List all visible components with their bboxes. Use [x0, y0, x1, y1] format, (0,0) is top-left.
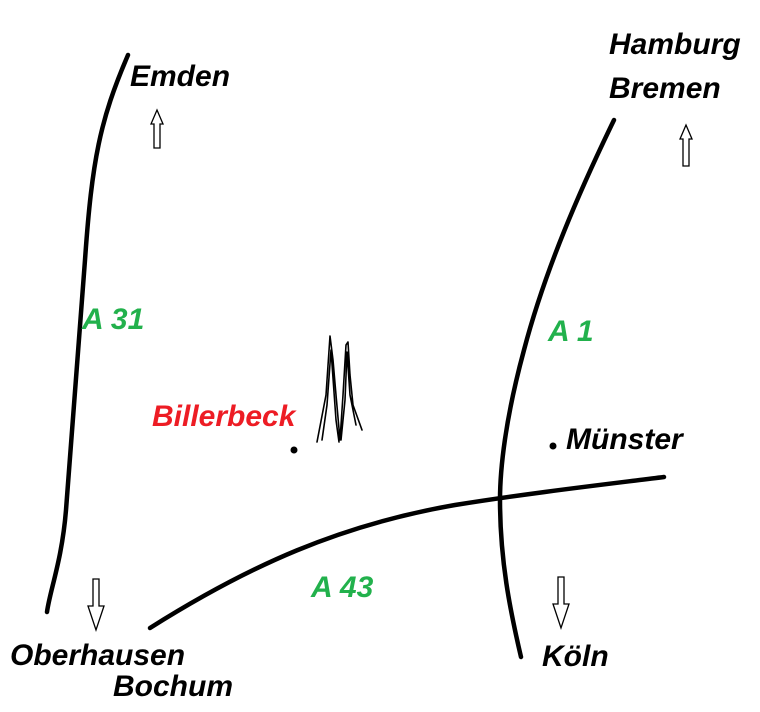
- road-a31: [44, 52, 131, 615]
- road-a43-label: A 43: [311, 571, 374, 604]
- road-a1-label: A 1: [548, 315, 594, 348]
- destination-bochum-label: Bochum: [113, 670, 233, 703]
- arrow-down-icon: [87, 578, 105, 633]
- arrow-down-icon: [552, 576, 570, 631]
- cathedral-spires-icon: [316, 335, 363, 443]
- destination-oberhausen-label: Oberhausen: [10, 639, 186, 672]
- arrow-up-icon: [679, 123, 693, 167]
- place-billerbeck-label: Billerbeck: [152, 400, 296, 433]
- road-a43: [147, 474, 667, 631]
- road-a1: [497, 117, 617, 660]
- road-a31-label: A 31: [82, 303, 145, 336]
- destination-koeln-label: Köln: [542, 640, 609, 673]
- destination-emden-label: Emden: [130, 60, 231, 93]
- arrow-up-icon: [150, 108, 164, 149]
- town-dot-icon: [290, 446, 298, 454]
- place-muenster-label: Münster: [566, 423, 683, 456]
- destination-bremen-label: Bremen: [609, 72, 721, 105]
- destination-hamburg-label: Hamburg: [609, 28, 741, 61]
- city-dot-icon: [549, 442, 557, 450]
